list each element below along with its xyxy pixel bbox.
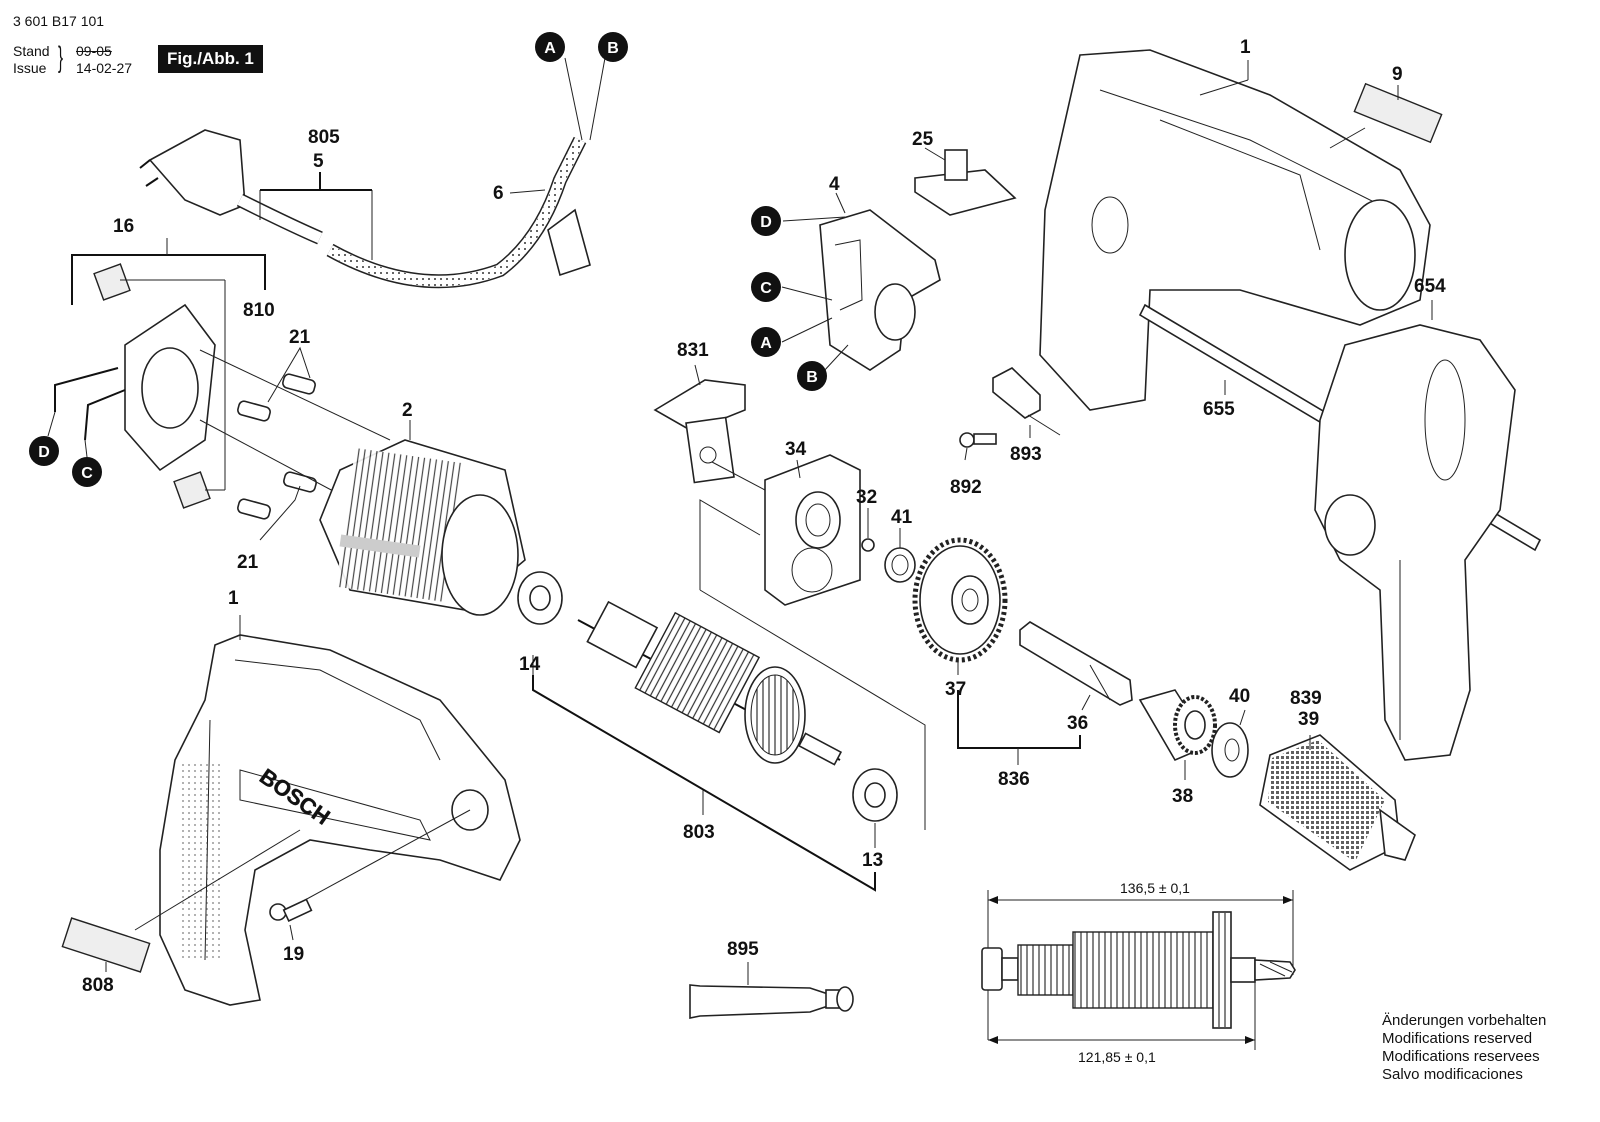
- svg-text:B: B: [607, 40, 619, 57]
- part-label-39: 39: [1298, 709, 1319, 730]
- part-label-16: 16: [113, 216, 134, 237]
- nut-893: [992, 367, 1041, 419]
- note-line: Salvo modificaciones: [1382, 1066, 1523, 1083]
- label-plate-9: [1353, 82, 1443, 144]
- cover-831: [653, 379, 746, 484]
- svg-text:C: C: [760, 280, 772, 297]
- keyless-chuck: [1259, 734, 1416, 871]
- part-label-836: 836: [998, 769, 1030, 790]
- screw-19: [269, 898, 313, 922]
- grease-tube-895: [689, 984, 854, 1019]
- power-cord: [139, 57, 606, 289]
- part-label-6: 6: [493, 183, 504, 204]
- stand-value: 09-05: [76, 43, 112, 59]
- svg-text:C: C: [81, 465, 93, 482]
- part-label-893: 893: [1010, 444, 1042, 465]
- part-label-21-bottom: 21: [237, 552, 259, 573]
- part-label-32: 32: [856, 487, 877, 508]
- bracket-16: [71, 254, 266, 305]
- bearing-13: [852, 768, 898, 822]
- part-label-37: 37: [945, 679, 966, 700]
- part-label-21-top: 21: [289, 327, 311, 348]
- connector-badge-switch-b: B: [797, 361, 827, 391]
- part-label-36: 36: [1067, 713, 1088, 734]
- part-label-4: 4: [829, 174, 840, 195]
- part-label-839: 839: [1290, 688, 1322, 709]
- part-label-895: 895: [727, 939, 759, 960]
- modifications-notice: Änderungen vorbehalten Modifications res…: [1382, 1012, 1546, 1084]
- svg-text:A: A: [760, 335, 772, 352]
- connector-badge-switch-d: D: [751, 206, 781, 236]
- part-label-25: 25: [912, 129, 934, 150]
- part-label-34: 34: [785, 439, 807, 460]
- svg-text:A: A: [544, 40, 556, 57]
- part-label-654: 654: [1414, 276, 1446, 297]
- brace-icon: }: [58, 41, 64, 74]
- armature-dimension-drawing: [981, 890, 1296, 1050]
- auxiliary-handle: [1314, 324, 1516, 761]
- note-line: Änderungen vorbehalten: [1382, 1012, 1547, 1029]
- spring-41: [884, 547, 916, 583]
- note-line: Modifications reservees: [1382, 1048, 1540, 1065]
- part-label-831: 831: [677, 340, 709, 361]
- issue-value: 14-02-27: [76, 60, 133, 76]
- stator-field: [319, 439, 526, 616]
- armature: [577, 600, 843, 766]
- part-label-9: 9: [1392, 64, 1403, 85]
- carbon-brushes: [199, 346, 391, 541]
- figure-label: Fig./Abb. 1: [158, 45, 263, 73]
- housing-half-open: [1039, 49, 1431, 411]
- connector-badge-cord-b: B: [598, 32, 628, 62]
- bearing-plate-34: [764, 454, 861, 606]
- screw-892: [959, 432, 997, 448]
- document-number: 3 601 B17 101: [13, 13, 105, 29]
- part-label-808: 808: [82, 975, 114, 996]
- ball-32: [861, 538, 875, 552]
- washer-40: [1211, 722, 1249, 778]
- part-label-810: 810: [243, 300, 275, 321]
- part-label-14: 14: [519, 654, 541, 675]
- part-label-5: 5: [313, 151, 324, 172]
- part-label-38: 38: [1172, 786, 1193, 807]
- part-label-655: 655: [1203, 399, 1235, 420]
- connector-badge-brush-c: C: [72, 457, 102, 487]
- connector-badge-switch-c: C: [751, 272, 781, 302]
- bracket-836: [957, 690, 1081, 749]
- part-label-805: 805: [308, 127, 340, 148]
- issue-label: Issue: [13, 60, 47, 76]
- part-label-1-housing: 1: [1240, 37, 1251, 58]
- slider-25: [914, 149, 1017, 216]
- part-label-41: 41: [891, 507, 913, 528]
- bearing-14: [517, 571, 563, 625]
- connector-badge-switch-a: A: [751, 327, 781, 357]
- connector-badge-brush-d: D: [29, 436, 59, 466]
- dimension-bottom: 121,85 ± 0,1: [1078, 1049, 1156, 1065]
- part-label-13: 13: [862, 850, 883, 871]
- switch-4: [819, 209, 941, 371]
- part-label-1-assembled: 1: [228, 588, 239, 609]
- svg-text:D: D: [38, 444, 50, 461]
- gear-37: [912, 537, 1008, 663]
- note-line: Modifications reserved: [1382, 1030, 1533, 1047]
- dimension-top: 136,5 ± 0,1: [1120, 880, 1190, 896]
- housing-assembled: BOSCH: [159, 634, 521, 1006]
- part-label-19: 19: [283, 944, 304, 965]
- label-plate-808: [61, 917, 151, 973]
- part-label-803: 803: [683, 822, 715, 843]
- spindle-36: [1019, 621, 1133, 706]
- connector-badge-cord-a: A: [535, 32, 565, 62]
- part-label-892: 892: [950, 477, 982, 498]
- stand-label: Stand: [13, 43, 50, 59]
- part-label-40: 40: [1229, 686, 1250, 707]
- bracket-803: [532, 675, 876, 892]
- bracket-805-5: [260, 172, 321, 191]
- clutch-38: [1138, 689, 1217, 762]
- svg-text:B: B: [806, 369, 818, 386]
- svg-text:D: D: [760, 214, 772, 231]
- brush-holder-assembly: [54, 263, 226, 509]
- part-label-2: 2: [402, 400, 413, 421]
